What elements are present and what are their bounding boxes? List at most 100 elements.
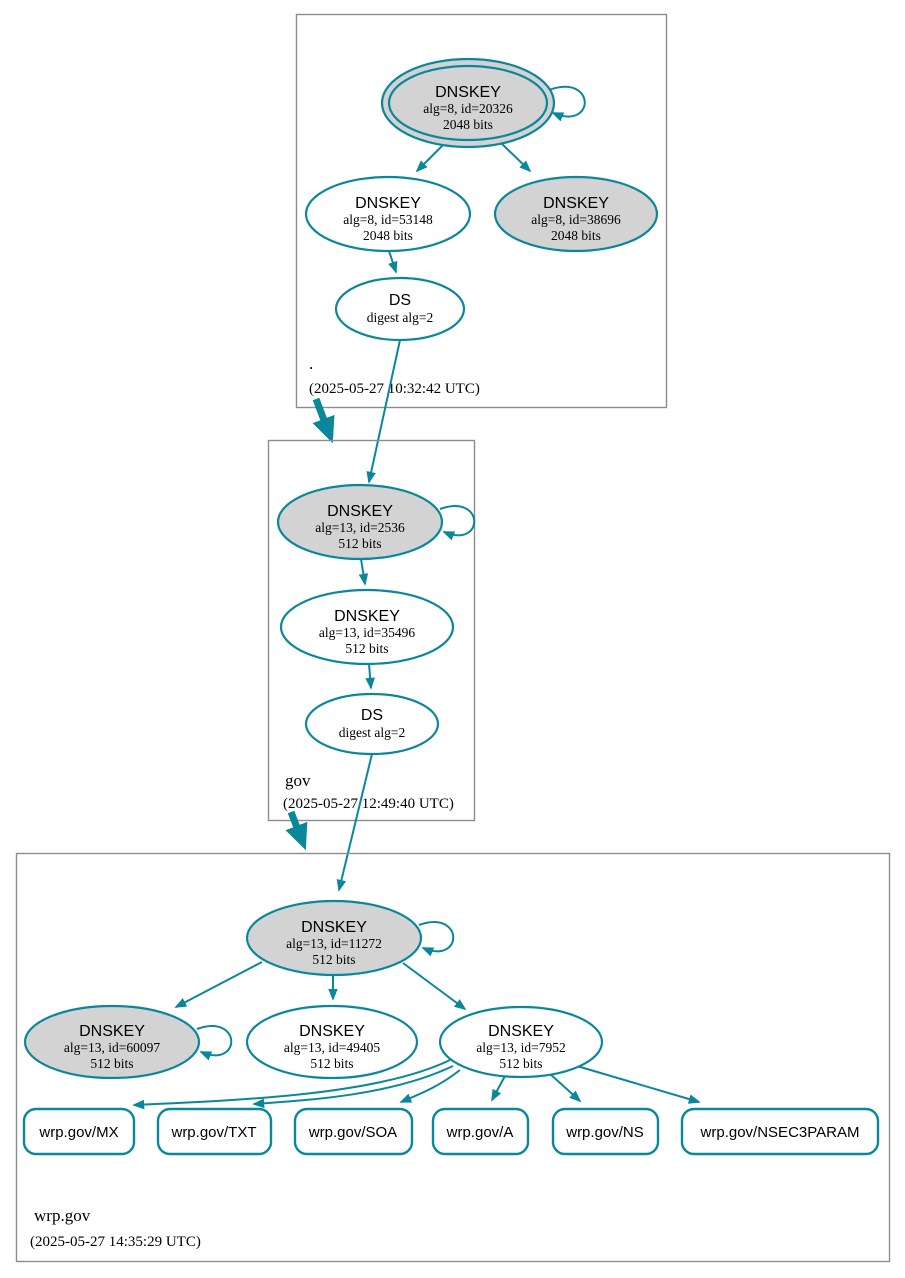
rrset-ns-label: wrp.gov/NS (565, 1124, 644, 1141)
ds-gov-detail: digest alg=2 (339, 725, 405, 740)
ds-gov-node: DS digest alg=2 (304, 692, 440, 756)
dnskey-53148-title: DNSKEY (355, 195, 421, 212)
dnskey-53148-detail: alg=8, id=53148 (343, 212, 433, 227)
rrset-wrp-gov-soa: wrp.gov/SOA (293, 1107, 414, 1156)
rrset-nsec3param-box (680, 1107, 880, 1156)
zone-border-wrp-gov (15, 852, 891, 1263)
rrset-a-box (431, 1107, 530, 1156)
dnskey-38696-title: DNSKEY (543, 195, 609, 212)
dnskey-2536-node: DNSKEY alg=13, id=2536 512 bits (276, 483, 444, 561)
rrset-wrp-gov-txt: wrp.gov/TXT (156, 1107, 273, 1156)
rrset-wrp-gov-nsec3param: wrp.gov/NSEC3PARAM (680, 1107, 880, 1156)
edge-ds-root-to-dnskey-2536 (366, 339, 401, 484)
edge-11272-to-7952 (402, 962, 467, 1011)
edge-7952-to-txt (252, 1065, 454, 1109)
dnskey-60097-bits: 512 bits (90, 1056, 133, 1071)
edge-2536-to-35496 (358, 558, 369, 586)
dnskey-11272-ellipse (245, 899, 423, 977)
dnskey-20326-inner-ellipse (387, 64, 549, 142)
dnskey-20326-detail: alg=8, id=20326 (423, 101, 513, 116)
dnskey-60097-node: DNSKEY alg=13, id=60097 512 bits (23, 1004, 201, 1080)
edge-7952-to-soa (399, 1069, 461, 1103)
rrset-soa-box (293, 1107, 414, 1156)
ds-gov-ellipse (304, 692, 440, 756)
dnskey-20326-node: DNSKEY alg=8, id=20326 2048 bits (380, 57, 556, 149)
edge-7952-to-ns (548, 1072, 582, 1103)
zone-label-wrp-gov: wrp.gov (34, 1206, 91, 1225)
rrset-nsec3param-label: wrp.gov/NSEC3PARAM (700, 1124, 860, 1141)
zone-timestamp-wrp-gov: (2025-05-27 14:35:29 UTC) (30, 1234, 201, 1250)
dnskey-20326-bits: 2048 bits (443, 117, 493, 132)
dnskey-60097-ellipse (23, 1004, 201, 1080)
ds-root-title: DS (389, 292, 411, 309)
zone-label-gov: gov (285, 771, 311, 790)
zone-box-wrp-gov: DNSKEY alg=13, id=11272 512 bits DNSKEY … (15, 852, 891, 1263)
rrset-wrp-gov-mx: wrp.gov/MX (22, 1107, 136, 1156)
rrset-wrp-gov-a: wrp.gov/A (431, 1107, 530, 1156)
rrset-txt-box (156, 1107, 273, 1156)
zone-border-gov (267, 439, 476, 822)
dnskey-20326-title: DNSKEY (435, 84, 501, 101)
ds-gov-title: DS (361, 707, 383, 724)
dnskey-38696-detail: alg=8, id=38696 (531, 212, 621, 227)
zone-label-root: . (309, 354, 313, 373)
dnskey-35496-bits: 512 bits (345, 641, 388, 656)
edge-11272-to-60097 (174, 961, 263, 1008)
edge-35496-to-ds (365, 663, 375, 690)
zone-timestamp-gov: (2025-05-27 12:49:40 UTC) (283, 796, 454, 812)
dnskey-11272-detail: alg=13, id=11272 (286, 936, 382, 951)
ds-root-detail: digest alg=2 (367, 310, 433, 325)
edge-7952-to-nsec3param (576, 1065, 701, 1104)
dnskey-49405-detail: alg=13, id=49405 (284, 1040, 380, 1055)
dnskey-2536-ellipse (276, 483, 444, 561)
self-sign-loop-60097 (196, 1025, 233, 1061)
rrset-txt-label: wrp.gov/TXT (170, 1124, 256, 1141)
delegation-arrow-gov-to-wrp-gov (285, 810, 308, 851)
dnskey-38696-node: DNSKEY alg=8, id=38696 2048 bits (493, 175, 659, 253)
dnskey-7952-bits: 512 bits (499, 1056, 542, 1071)
dnskey-7952-detail: alg=13, id=7952 (476, 1040, 565, 1055)
dnskey-7952-node: DNSKEY alg=13, id=7952 512 bits (438, 1005, 604, 1079)
dnskey-53148-node: DNSKEY alg=8, id=53148 2048 bits (304, 175, 472, 253)
dnskey-35496-title: DNSKEY (334, 608, 400, 625)
dnskey-38696-ellipse (493, 175, 659, 253)
edge-53148-to-ds (388, 250, 398, 274)
zone-border-root (295, 13, 668, 409)
dnskey-60097-title: DNSKEY (79, 1023, 145, 1040)
dnskey-49405-node: DNSKEY alg=13, id=49405 512 bits (245, 1004, 419, 1080)
rrset-mx-box (22, 1107, 136, 1156)
edge-7952-to-mx (132, 1059, 451, 1110)
dnskey-11272-bits: 512 bits (312, 952, 355, 967)
zone-box-gov: DNSKEY alg=13, id=2536 512 bits DNSKEY a… (267, 439, 476, 822)
zone-timestamp-root: (2025-05-27 10:32:42 UTC) (309, 381, 480, 397)
dnskey-60097-detail: alg=13, id=60097 (64, 1040, 160, 1055)
edge-7952-to-a (491, 1075, 506, 1102)
edge-20326-to-38696 (498, 140, 532, 173)
edge-ds-gov-to-dnskey-11272 (336, 753, 373, 892)
dnskey-38696-bits: 2048 bits (551, 228, 601, 243)
delegation-arrow-root-to-gov (312, 397, 335, 444)
rrset-a-label: wrp.gov/A (446, 1124, 514, 1141)
dnskey-49405-bits: 512 bits (310, 1056, 353, 1071)
edge-20326-to-53148 (415, 144, 444, 173)
dnskey-53148-ellipse (304, 175, 472, 253)
dnskey-7952-ellipse (438, 1005, 604, 1079)
dnskey-11272-node: DNSKEY alg=13, id=11272 512 bits (245, 899, 423, 977)
dnskey-49405-title: DNSKEY (299, 1023, 365, 1040)
ds-root-ellipse (334, 276, 466, 342)
dnskey-11272-title: DNSKEY (301, 919, 367, 936)
rrset-mx-label: wrp.gov/MX (38, 1124, 118, 1141)
self-sign-loop-11272 (418, 921, 455, 957)
dnskey-2536-detail: alg=13, id=2536 (315, 520, 405, 535)
ds-root-node: DS digest alg=2 (334, 276, 466, 342)
rrset-wrp-gov-ns: wrp.gov/NS (551, 1107, 660, 1156)
dnskey-2536-title: DNSKEY (327, 503, 393, 520)
self-sign-loop-2536 (439, 505, 476, 541)
rrset-ns-box (551, 1107, 660, 1156)
dnskey-35496-node: DNSKEY alg=13, id=35496 512 bits (279, 588, 455, 666)
dnskey-49405-ellipse (245, 1004, 419, 1080)
dnskey-35496-ellipse (279, 588, 455, 666)
dnskey-20326-outer-ellipse (380, 57, 556, 149)
dnskey-35496-detail: alg=13, id=35496 (319, 625, 415, 640)
